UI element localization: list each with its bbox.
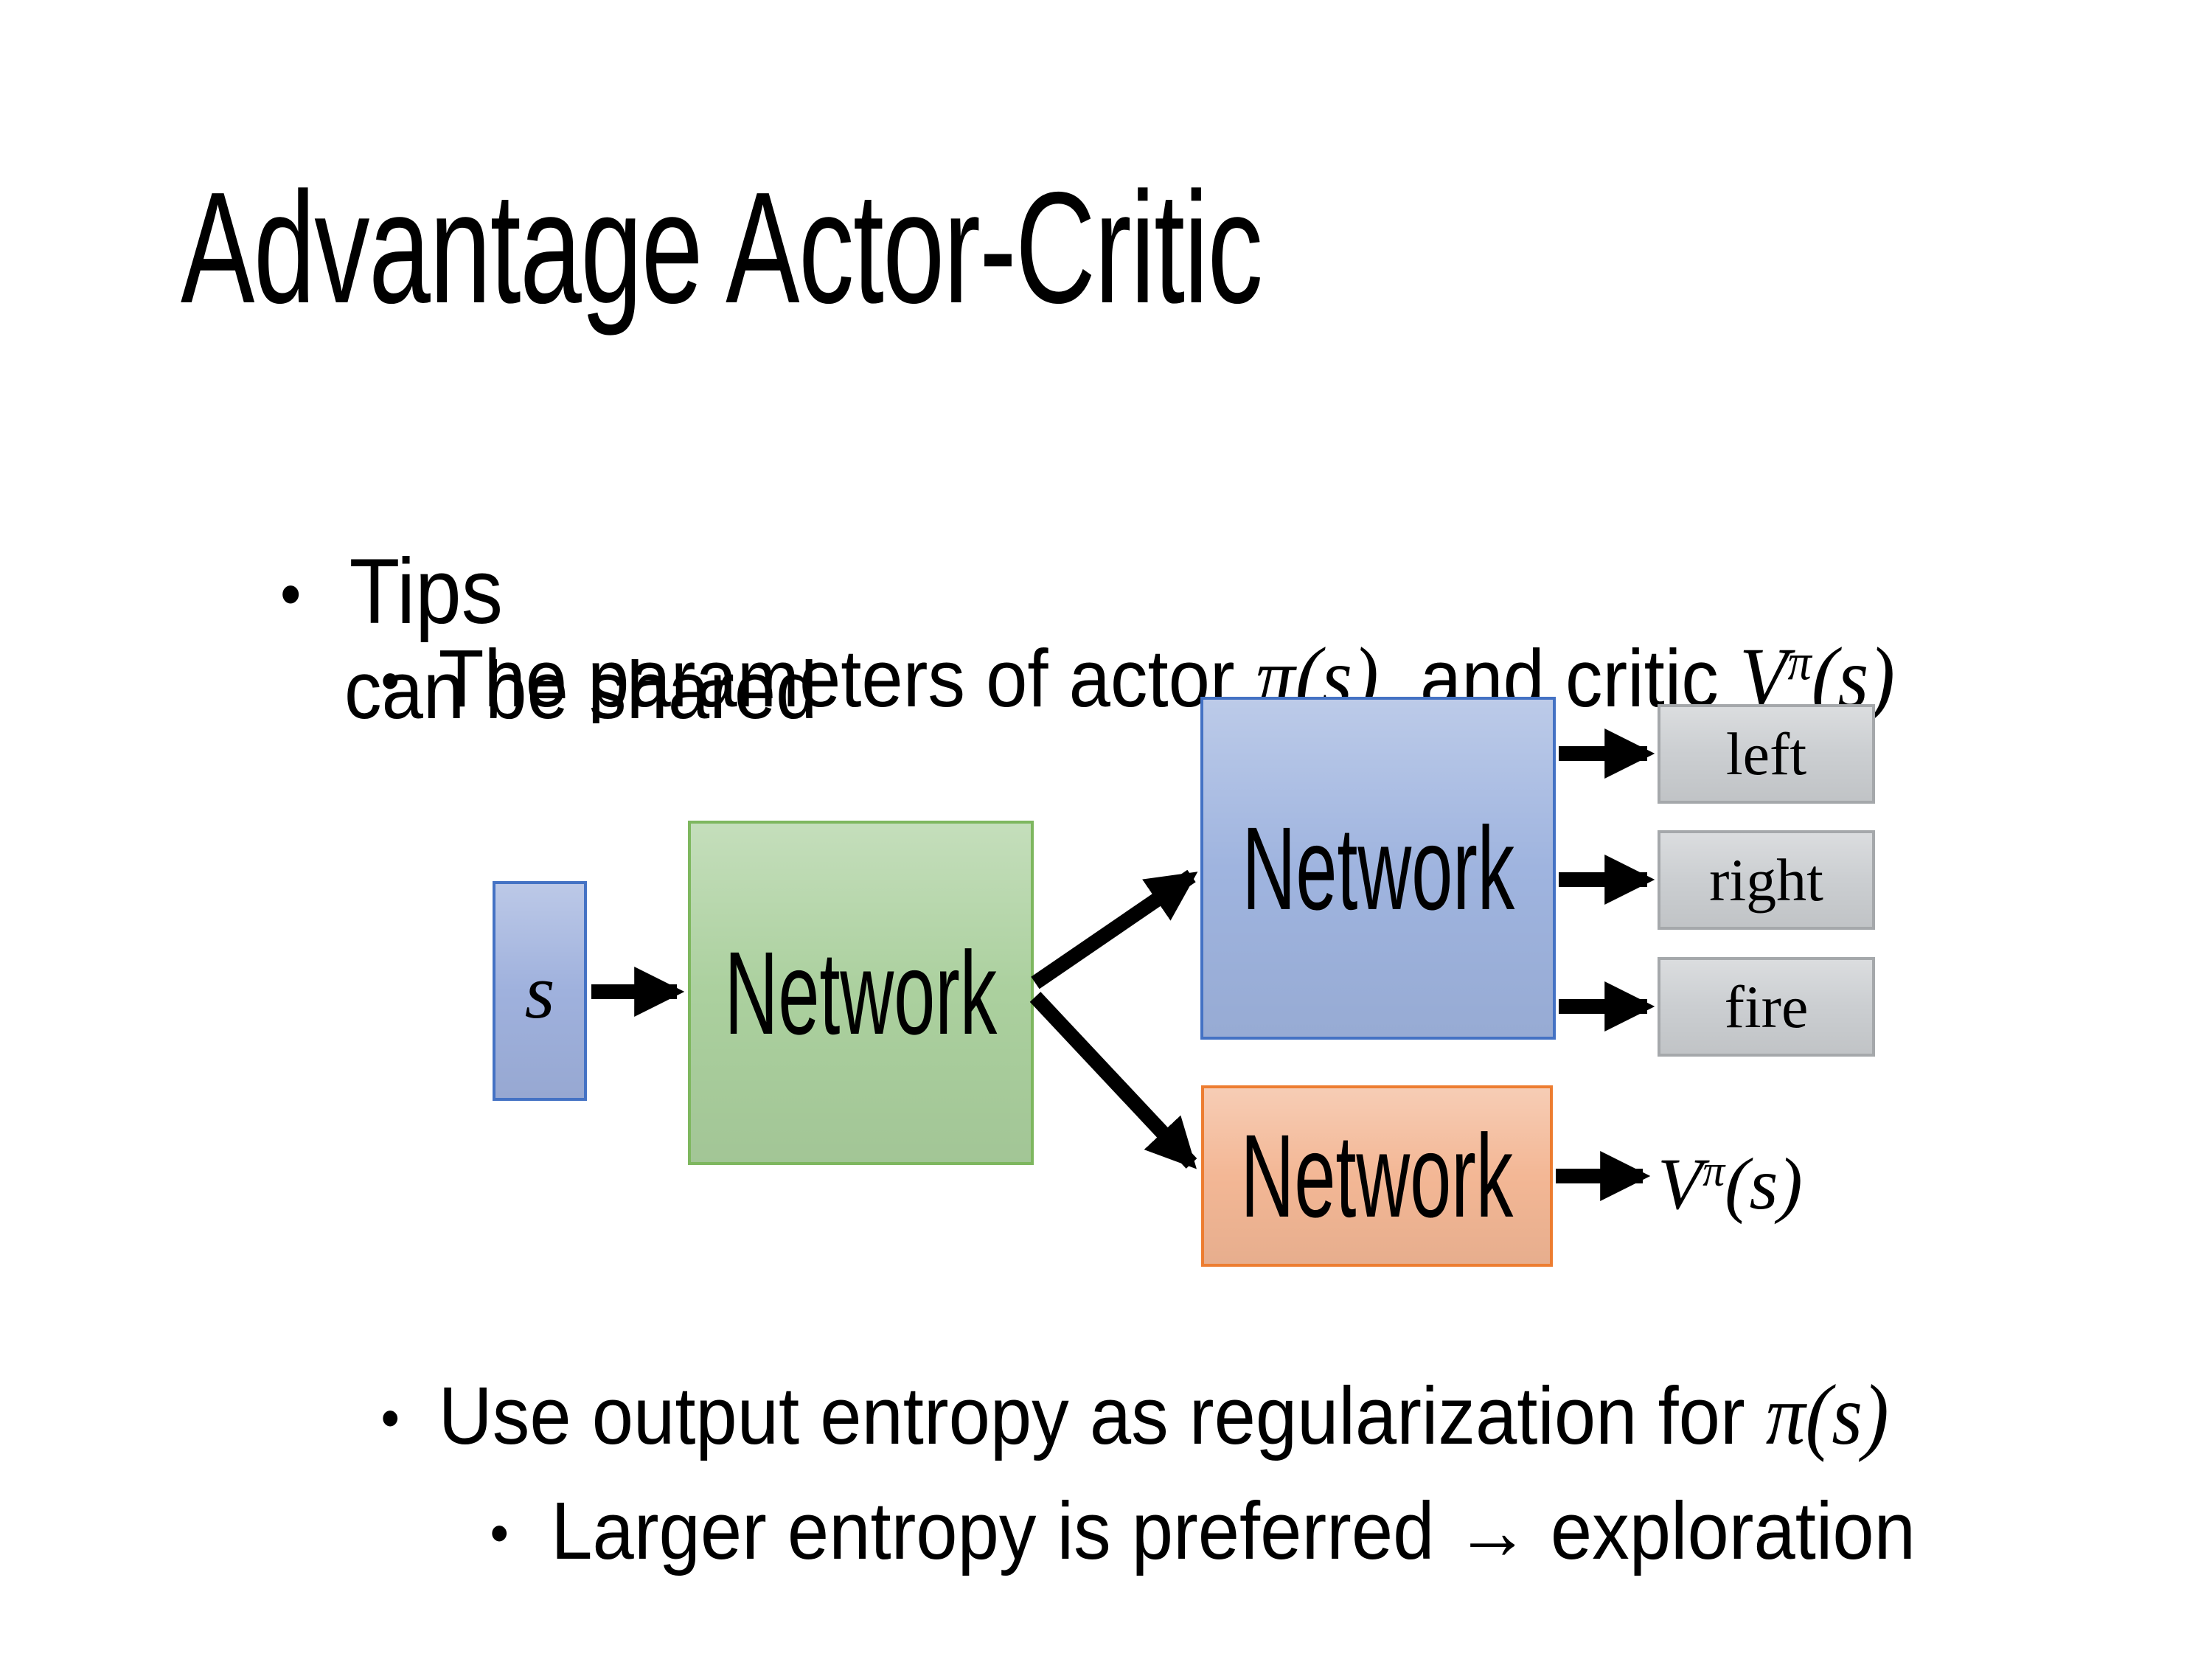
actor-network-label: Network bbox=[1242, 801, 1514, 934]
state-input-box: s bbox=[493, 881, 587, 1101]
value-symbol: V bbox=[1658, 1143, 1703, 1225]
tips-label: Tips bbox=[349, 540, 503, 643]
pi-superscript: π bbox=[1787, 634, 1812, 692]
entropy-text-before: Use output entropy as regularization for bbox=[438, 1371, 1766, 1461]
arrow-shared-to-critic bbox=[1029, 992, 1197, 1169]
action-fire-box: fire bbox=[1658, 957, 1875, 1057]
bullet-parameters-line2: can be shared bbox=[344, 645, 818, 736]
bullet-tips: •Tips bbox=[188, 453, 503, 730]
critic-output-label: Vπ(s) bbox=[1658, 1141, 1803, 1226]
state-argument: (s) bbox=[1805, 1368, 1889, 1463]
action-right-box: right bbox=[1658, 830, 1875, 930]
bullet-entropy: • Use output entropy as regularization fo… bbox=[298, 1292, 1889, 1540]
state-argument: (s) bbox=[1725, 1143, 1803, 1225]
pi-superscript: π bbox=[1703, 1146, 1725, 1195]
shared-network-box: Network bbox=[688, 821, 1034, 1165]
critic-network-label: Network bbox=[1240, 1110, 1514, 1242]
pi-symbol: π bbox=[1765, 1368, 1806, 1463]
bullet-marker: • bbox=[280, 557, 302, 631]
actor-network-box: Network bbox=[1200, 697, 1556, 1040]
bullet-exploration: • Larger entropy is preferred → explorati… bbox=[407, 1410, 1916, 1653]
bullet-marker: • bbox=[380, 1385, 400, 1451]
parameters-text-before: The parameters of actor bbox=[438, 633, 1256, 724]
state-input-label: s bbox=[524, 947, 555, 1034]
arrow-shared-to-actor bbox=[1031, 869, 1198, 990]
action-fire-label: fire bbox=[1724, 973, 1809, 1040]
exploration-text: Larger entropy is preferred → exploratio… bbox=[551, 1486, 1916, 1576]
bullet-marker: • bbox=[490, 1500, 509, 1566]
shared-network-label: Network bbox=[724, 926, 998, 1059]
page-title: Advantage Actor-Critic bbox=[181, 159, 1263, 336]
action-right-label: right bbox=[1709, 846, 1823, 914]
action-left-box: left bbox=[1658, 704, 1875, 804]
bullet-marker: • bbox=[380, 647, 400, 714]
action-left-label: left bbox=[1725, 720, 1807, 787]
critic-network-box: Network bbox=[1201, 1085, 1553, 1267]
policy-math: π(s) bbox=[1766, 1368, 1889, 1463]
